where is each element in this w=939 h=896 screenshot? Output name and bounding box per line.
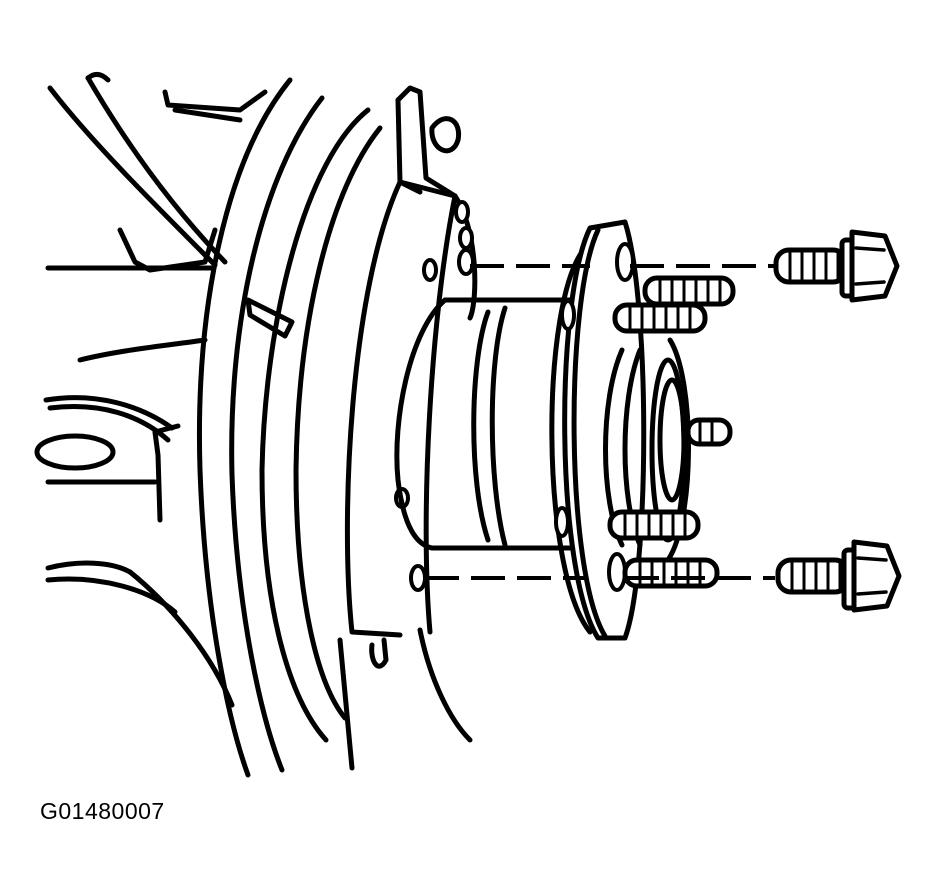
brake-shield (197, 77, 473, 778)
wheel-stud (622, 557, 720, 589)
sensor-bracket (395, 85, 462, 199)
wheel-stud (607, 509, 701, 541)
figure-id-label: G01480007 (40, 798, 165, 824)
wheel-stud (685, 417, 733, 447)
hub-mount-flange (344, 179, 478, 638)
hub-bolt-lower (775, 539, 902, 613)
wheel-studs (607, 275, 736, 589)
steering-knuckle (34, 72, 355, 771)
hub-bolt-upper (773, 229, 900, 303)
alignment-lines (425, 264, 775, 580)
wheel-stud (612, 302, 708, 334)
wheel-stud (642, 275, 736, 307)
